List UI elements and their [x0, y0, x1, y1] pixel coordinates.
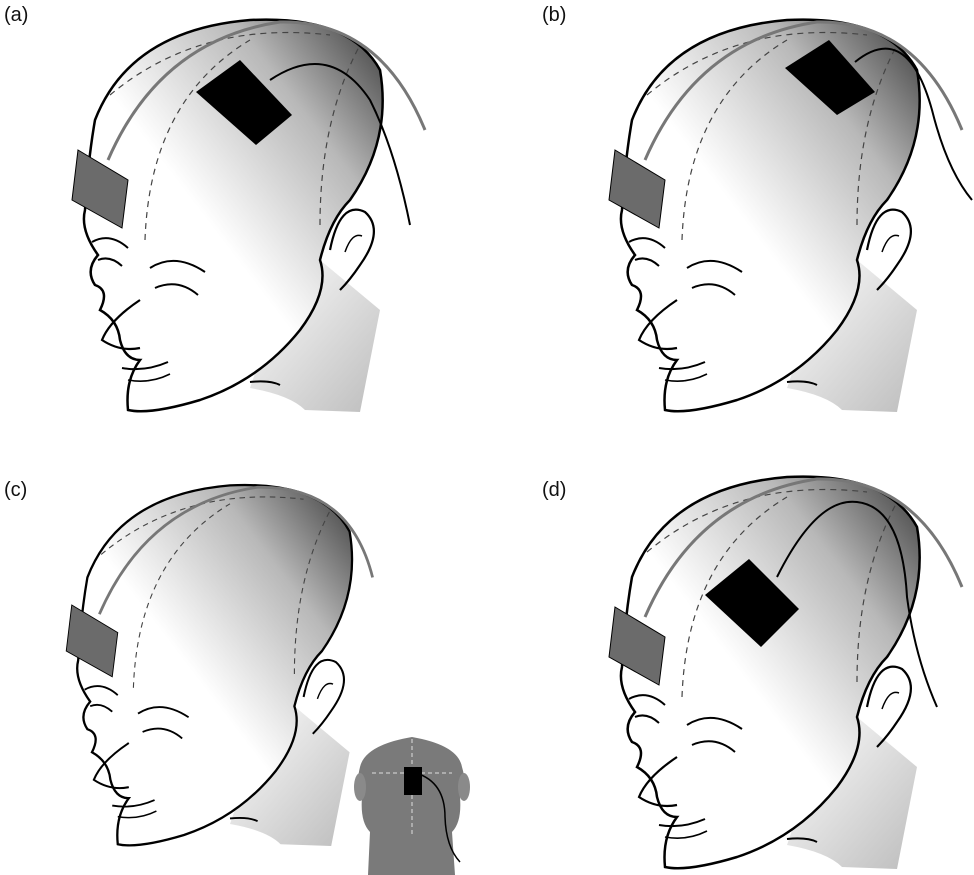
panel-b: (b) — [487, 0, 974, 437]
panel-d: (d) — [487, 437, 974, 874]
back-head-silhouette — [358, 737, 465, 875]
panel-a: (a) — [0, 0, 487, 437]
ear-inner — [882, 235, 899, 252]
head-illustration-d — [487, 437, 974, 875]
ear-inner — [345, 235, 362, 252]
back-head-ear-left — [354, 773, 366, 801]
back-head-ear-right — [458, 773, 470, 801]
back-head-electrode — [404, 767, 422, 795]
back-of-head-inset — [354, 737, 470, 875]
panel-c: (c) — [0, 437, 487, 874]
head-illustration-c — [0, 437, 487, 875]
ear-inner — [882, 692, 899, 709]
ear-inner — [317, 684, 333, 699]
head-illustration-a — [0, 0, 487, 437]
head-illustration-b — [487, 0, 974, 437]
